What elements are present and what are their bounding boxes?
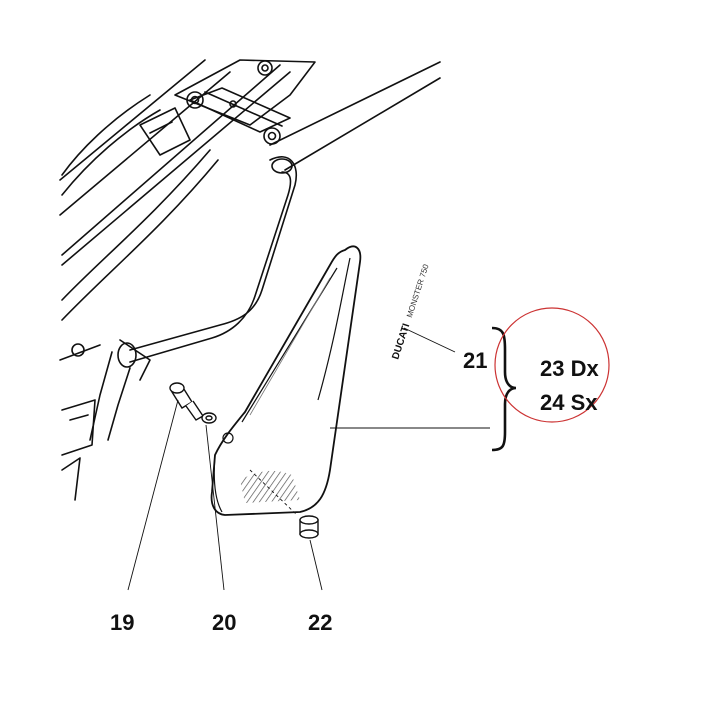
decal-logo: DUCATI MONSTER 750 (390, 263, 431, 361)
side-panel-cover (210, 245, 362, 516)
bushing-22 (299, 515, 319, 539)
motorcycle-frame (59, 59, 441, 501)
leader-lines (127, 327, 490, 591)
side-panel-outline (210, 245, 362, 516)
callout-24: 24 Sx (540, 390, 598, 415)
callout-23: 23 Dx (540, 356, 599, 381)
decal-model: MONSTER 750 (405, 263, 431, 319)
screw-19 (169, 382, 204, 421)
callout-22: 22 (308, 610, 332, 635)
grouping-brace (491, 326, 517, 452)
callout-21: 21 (463, 348, 487, 373)
grip-texture (240, 470, 300, 503)
callout-20: 20 (212, 610, 236, 635)
decal-brand: DUCATI (390, 322, 412, 361)
callout-19: 19 (110, 610, 134, 635)
washer-20 (201, 412, 217, 424)
highlight-circle (494, 307, 610, 423)
